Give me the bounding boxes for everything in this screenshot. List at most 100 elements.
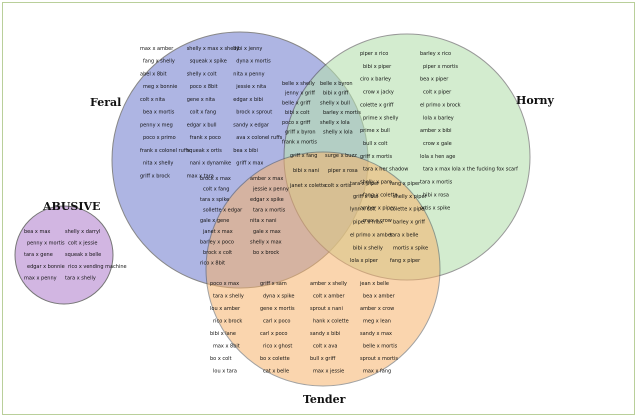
pairing-label-horny_tender: lola x piper — [350, 258, 379, 264]
pairing-label-horny: tara x max lola x the fucking fox scarf — [423, 167, 518, 173]
pairing-label-feral: meg x bonnie — [143, 84, 177, 90]
pairing-label-feral: shelly x colt — [187, 72, 217, 78]
pairing-label-feral: colt x fang — [190, 110, 216, 116]
pairing-label-feral: bibi x jenny — [233, 46, 262, 52]
pairing-label-abusive: tara x shelly — [65, 275, 96, 281]
pairing-label-feral_tender: tara x mortis — [253, 208, 286, 214]
pairing-label-feral_tender: barley x poco — [200, 239, 234, 245]
pairing-label-tender: jean x belle — [359, 281, 389, 287]
pairing-label-horny_tender: lynn x colt — [350, 207, 376, 213]
pairing-label-tender: lou x amber — [210, 306, 241, 312]
pairing-label-tender: amber x crow — [360, 306, 394, 312]
pairing-label-feral_horny: belle x shelly — [282, 81, 315, 87]
pairing-label-horny: colette x griff — [360, 102, 394, 108]
pairing-label-abusive: squeak x belle — [65, 252, 101, 258]
pairing-label-feral_tender: sollette x edgar — [203, 208, 243, 214]
pairing-label-tender: sandy x max — [360, 331, 392, 337]
pairing-label-horny_tender: fang x piper — [390, 181, 421, 187]
pairing-label-horny: lola x barley — [423, 115, 454, 121]
pairing-label-horny_tender: piper x max — [353, 220, 383, 226]
tender-circle — [205, 151, 441, 387]
pairing-label-feral_tender: shelly x max — [250, 239, 282, 245]
pairing-label-horny: bibi x rosa — [423, 192, 449, 198]
pairing-label-horny: tara x her shadow — [363, 167, 408, 173]
pairing-label-tender: sandy x bibi — [310, 331, 340, 337]
pairing-label-tender: carl x poco — [263, 319, 290, 325]
pairing-label-tender: carl x poco — [260, 331, 287, 337]
pairing-label-tender: sprout x mortis — [360, 356, 398, 362]
pairing-label-feral: fang x shelly — [143, 59, 175, 65]
pairing-label-horny: amber x piper — [360, 205, 396, 211]
pairing-label-horny_tender: tara x belle — [390, 232, 418, 238]
pairing-label-tender: poco x max — [210, 281, 239, 287]
pairing-label-horny: ortis x spike — [420, 205, 450, 211]
pairing-label-feral_tender: edgar x spike — [250, 197, 284, 203]
pairing-label-tender: bull x griff — [310, 356, 336, 362]
pairing-label-all_three: surge x buzz — [325, 153, 357, 159]
pairing-label-horny: amber x bibi — [420, 128, 452, 134]
pairing-label-feral_tender: gale x max — [253, 229, 281, 235]
pairing-label-feral: frank x colonel ruffs — [140, 148, 190, 154]
pairing-label-feral_horny: shelly x bull — [320, 100, 350, 106]
pairing-label-horny: prime x bull — [360, 128, 390, 134]
pairing-label-horny_tender: bibi x shelly — [353, 245, 383, 251]
horny-label: Horny — [516, 94, 555, 107]
pairing-label-tender: rico x ghost — [263, 344, 292, 350]
pairing-label-feral: poco x primo — [143, 135, 176, 141]
pairing-label-tender: griff x sam — [260, 281, 287, 287]
pairing-label-abusive: edgar x bonnie — [27, 264, 65, 270]
pairing-label-feral_tender: colt x fang — [203, 187, 229, 193]
pairing-label-feral_horny: jenny x griff — [284, 91, 316, 97]
pairing-label-horny: crow x gale — [423, 141, 452, 147]
pairing-label-tender: max x fang — [363, 369, 391, 375]
pairing-label-feral_tender: bo x brock — [253, 250, 279, 256]
pairing-label-tender: sprout x nani — [310, 306, 343, 312]
pairing-label-horny: griff x mortis — [360, 154, 393, 160]
pairing-label-horny: barley x rico — [420, 51, 451, 57]
pairing-label-feral: edgar x bibi — [233, 97, 263, 103]
pairing-label-feral: shelly x max x shelly — [187, 46, 239, 52]
pairing-label-horny: bibi x piper — [363, 64, 392, 70]
pairing-label-feral_horny: griff x byron — [285, 130, 316, 136]
pairing-label-feral: brock x sprout — [236, 110, 272, 116]
pairing-label-horny: piper x mortis — [423, 64, 458, 70]
pairing-label-horny: prime x shelly — [363, 115, 398, 121]
pairing-label-horny: crow x jacky — [363, 90, 394, 96]
pairing-label-horny: shelly x pam — [360, 180, 392, 186]
feral-label: Feral — [90, 96, 121, 109]
pairing-label-all_three: piper x rosa — [328, 168, 358, 174]
pairing-label-horny_tender: griff x lola — [353, 194, 378, 200]
pairing-label-tender: gene x mortis — [260, 306, 295, 312]
pairing-label-feral: nani x dynamike — [190, 161, 231, 167]
pairing-label-tender: cat x belle — [263, 369, 289, 375]
pairing-label-feral: dyna x mortis — [236, 59, 271, 65]
pairing-label-abusive: penny x mortis — [27, 241, 65, 247]
pairing-label-tender: rico x brock — [213, 319, 242, 325]
pairing-label-horny: tara x mortis — [420, 180, 453, 186]
pairing-label-feral_tender: rico x 8bit — [200, 260, 225, 266]
pairing-label-feral: frank x poco — [190, 135, 221, 141]
pairing-label-horny_tender: colette x piper — [390, 207, 427, 213]
pairing-label-tender: amber x shelly — [310, 281, 347, 287]
diagram-frame — [2, 2, 635, 415]
pairing-label-feral_horny: bibi x colt — [285, 110, 309, 116]
pairing-label-horny: colt x piper — [423, 90, 452, 96]
abusive-label: ABUSIVE — [42, 200, 100, 213]
pairing-label-horny: piper x rico — [360, 51, 388, 57]
pairing-label-feral_horny: shelly x lola — [323, 130, 353, 136]
pairing-label-feral: squeak x ortis — [187, 148, 223, 154]
pairing-label-abusive: rico x vending machine — [68, 264, 127, 270]
pairing-label-horny: fang x colette — [363, 192, 398, 198]
pairing-label-horny: el primo x brock — [420, 102, 461, 108]
pairing-label-horny_tender: barley x griff — [393, 220, 425, 226]
pairing-label-tender: max x jessie — [313, 369, 344, 375]
set-circles — [14, 31, 531, 387]
pairing-label-abusive: max x penny — [24, 275, 57, 281]
pairing-label-horny_tender: fang x piper — [390, 258, 421, 264]
pairing-label-feral_tender: gale x gene — [200, 218, 229, 224]
pairing-label-feral_horny: belle x griff — [282, 100, 311, 106]
pairing-label-feral: max x tara — [187, 173, 214, 179]
pairing-label-feral_horny: belle x byron — [320, 81, 353, 87]
pairing-label-all_three: janet x colette — [289, 183, 326, 189]
